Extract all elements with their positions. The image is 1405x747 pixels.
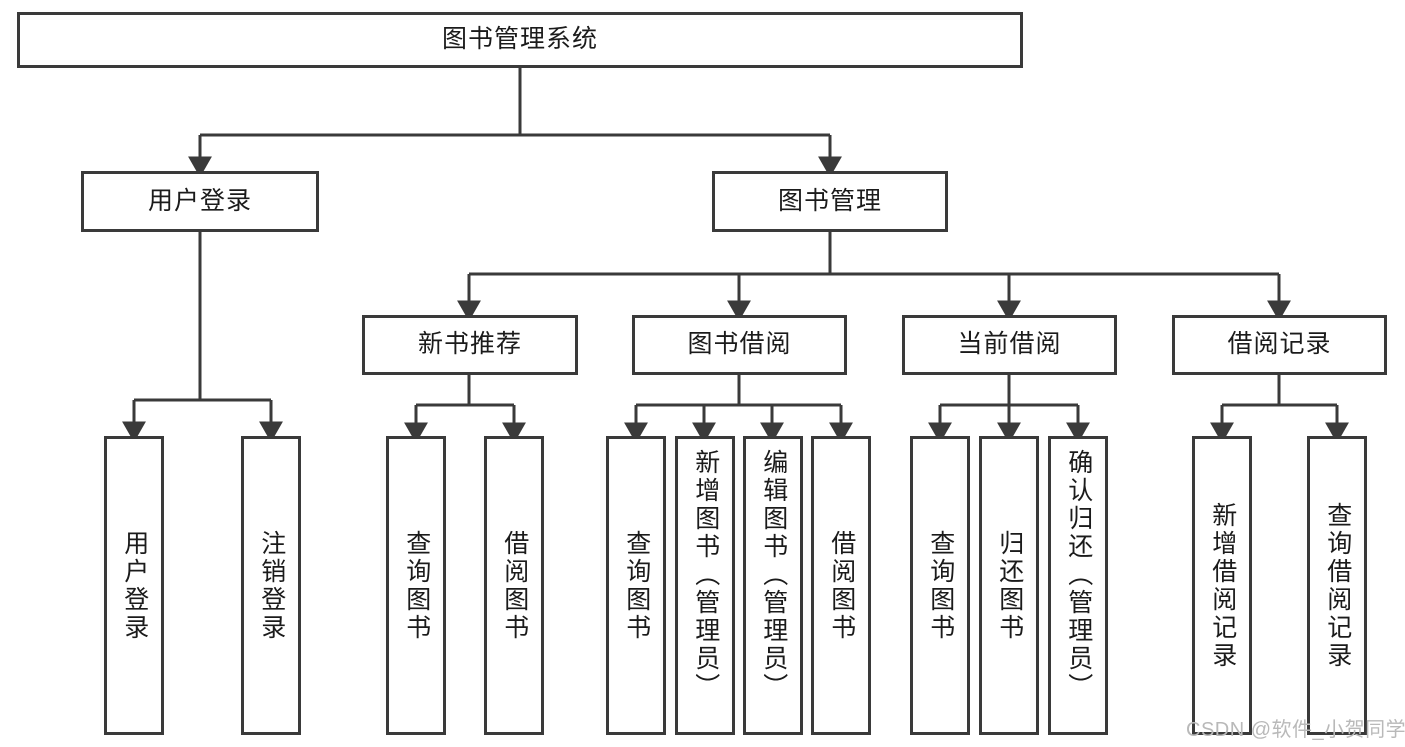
node-root[interactable]: 图书管理系统 xyxy=(17,12,1023,68)
leaf-confirm-return[interactable]: 确认归还（管理员） xyxy=(1048,436,1108,735)
node-borrow-record-label: 借阅记录 xyxy=(1227,330,1332,359)
node-book-manage[interactable]: 图书管理 xyxy=(712,171,948,232)
leaf-borrow-book-2-label: 借阅图书 xyxy=(827,529,856,642)
leaf-borrow-book-1-label: 借阅图书 xyxy=(500,529,529,642)
leaf-query-book-2[interactable]: 查询图书 xyxy=(606,436,666,735)
leaf-add-record-label: 新增借阅记录 xyxy=(1208,501,1237,670)
leaf-query-record-label: 查询借阅记录 xyxy=(1323,501,1352,670)
node-new-book-recommend[interactable]: 新书推荐 xyxy=(362,315,578,375)
node-book-borrow-label: 图书借阅 xyxy=(687,330,792,359)
leaf-add-record[interactable]: 新增借阅记录 xyxy=(1192,436,1252,735)
leaf-return-book[interactable]: 归还图书 xyxy=(979,436,1039,735)
leaf-query-book-1[interactable]: 查询图书 xyxy=(386,436,446,735)
leaf-edit-book-label: 编辑图书（管理员） xyxy=(759,449,788,701)
node-current-borrow[interactable]: 当前借阅 xyxy=(902,315,1117,375)
leaf-query-book-3[interactable]: 查询图书 xyxy=(910,436,970,735)
leaf-add-book-label: 新增图书（管理员） xyxy=(691,449,720,701)
leaf-query-book-2-label: 查询图书 xyxy=(622,529,651,642)
node-root-label: 图书管理系统 xyxy=(441,25,598,54)
csdn-watermark: CSDN @软件_小贺同学 xyxy=(1186,719,1405,741)
leaf-user-login-label: 用户登录 xyxy=(120,529,149,642)
leaf-borrow-book-1[interactable]: 借阅图书 xyxy=(484,436,544,735)
leaf-borrow-book-2[interactable]: 借阅图书 xyxy=(811,436,871,735)
node-new-book-recommend-label: 新书推荐 xyxy=(417,330,522,359)
leaf-add-book[interactable]: 新增图书（管理员） xyxy=(675,436,735,735)
node-borrow-record[interactable]: 借阅记录 xyxy=(1172,315,1387,375)
leaf-confirm-return-label: 确认归还（管理员） xyxy=(1064,449,1093,701)
leaf-query-book-1-label: 查询图书 xyxy=(402,529,431,642)
leaf-user-logout-label: 注销登录 xyxy=(257,529,286,642)
leaf-query-book-3-label: 查询图书 xyxy=(926,529,955,642)
leaf-user-logout[interactable]: 注销登录 xyxy=(241,436,301,735)
node-user-login[interactable]: 用户登录 xyxy=(81,171,319,232)
leaf-return-book-label: 归还图书 xyxy=(995,529,1024,642)
leaf-query-record[interactable]: 查询借阅记录 xyxy=(1307,436,1367,735)
node-book-manage-label: 图书管理 xyxy=(777,186,882,215)
leaf-edit-book[interactable]: 编辑图书（管理员） xyxy=(743,436,803,735)
node-user-login-label: 用户登录 xyxy=(147,186,252,215)
node-current-borrow-label: 当前借阅 xyxy=(957,330,1062,359)
leaf-user-login[interactable]: 用户登录 xyxy=(104,436,164,735)
node-book-borrow[interactable]: 图书借阅 xyxy=(632,315,847,375)
